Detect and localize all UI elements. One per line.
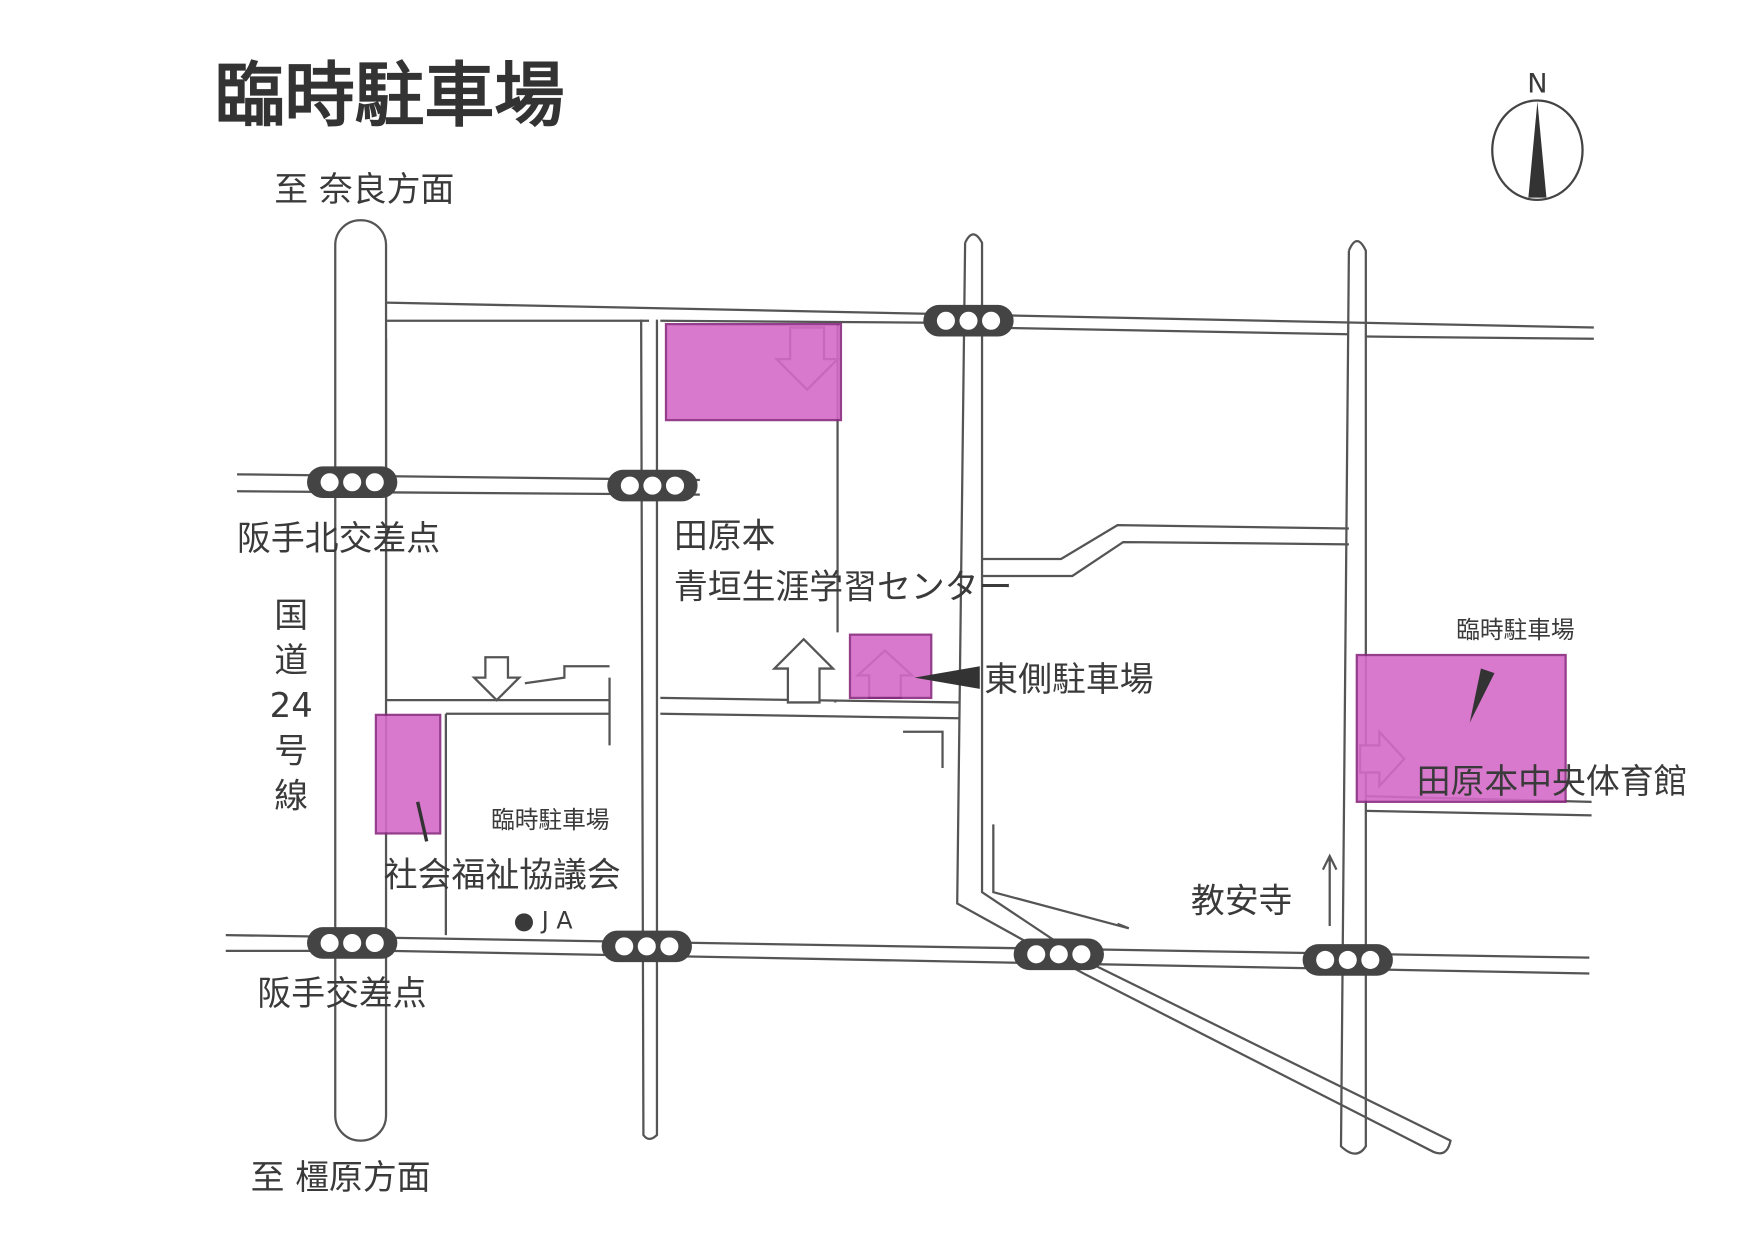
roads [225,219,1594,1155]
traffic-signal-icon [1302,944,1393,976]
intersection-south: 阪手交差点 [257,974,426,1013]
direction-north: 至 奈良方面 [274,170,454,209]
arrows [471,326,1406,930]
ja-label: ● J A [514,906,574,934]
gym-temp-label: 臨時駐車場 [1456,616,1574,644]
national-route-24 [334,219,388,1142]
east-lot-label: 東側駐車場 [984,660,1153,699]
pointer-welfare [415,801,429,842]
traffic-signal-icon [1013,938,1104,971]
road-east [956,233,1452,1155]
parking-lot-north [664,322,843,422]
welfare-label: 社会福祉協議会 [384,856,621,895]
route-char: 線 [274,776,308,815]
road-branch [982,524,1592,817]
pointer-gym [1469,668,1495,723]
road-center-x [640,319,659,1141]
pointer-east [914,666,980,689]
center-label-1: 田原本 [674,517,776,556]
traffic-signal-icon [923,304,1014,337]
route-label: 国 道 24 号 線 [270,596,313,816]
traffic-signals [307,304,1393,976]
center-label-2: 青垣生涯学習センター [674,568,1013,607]
traffic-signal-icon [607,469,698,502]
route-char: 号 [274,731,308,770]
route-char: 道 [274,641,308,680]
gym-label: 田原本中央体育館 [1417,762,1688,801]
direction-south: 至 橿原方面 [251,1158,431,1197]
parking-lot-east [848,633,933,700]
parking-lot-welfare [374,713,442,835]
page-title: 臨時駐車場 [214,55,564,137]
traffic-signal-icon [601,930,692,963]
traffic-signal-icon [307,927,398,959]
north-compass-icon: N [1491,69,1584,202]
traffic-signal-icon [307,466,398,499]
arrow-path [524,665,1338,930]
welfare-temp-label: 臨時駐車場 [491,806,609,834]
compass-label: N [1527,69,1547,100]
temple-label: 教安寺 [1191,881,1293,920]
road-far-east [1339,240,1367,1155]
route-char: 24 [270,686,313,725]
road-mid [386,696,960,720]
parking-lot-gym [1355,653,1567,803]
intersection-north: 阪手北交差点 [237,519,440,558]
arrow-down-icon [471,656,522,702]
arrow-up-icon [771,637,836,704]
route-char: 国 [274,596,308,635]
